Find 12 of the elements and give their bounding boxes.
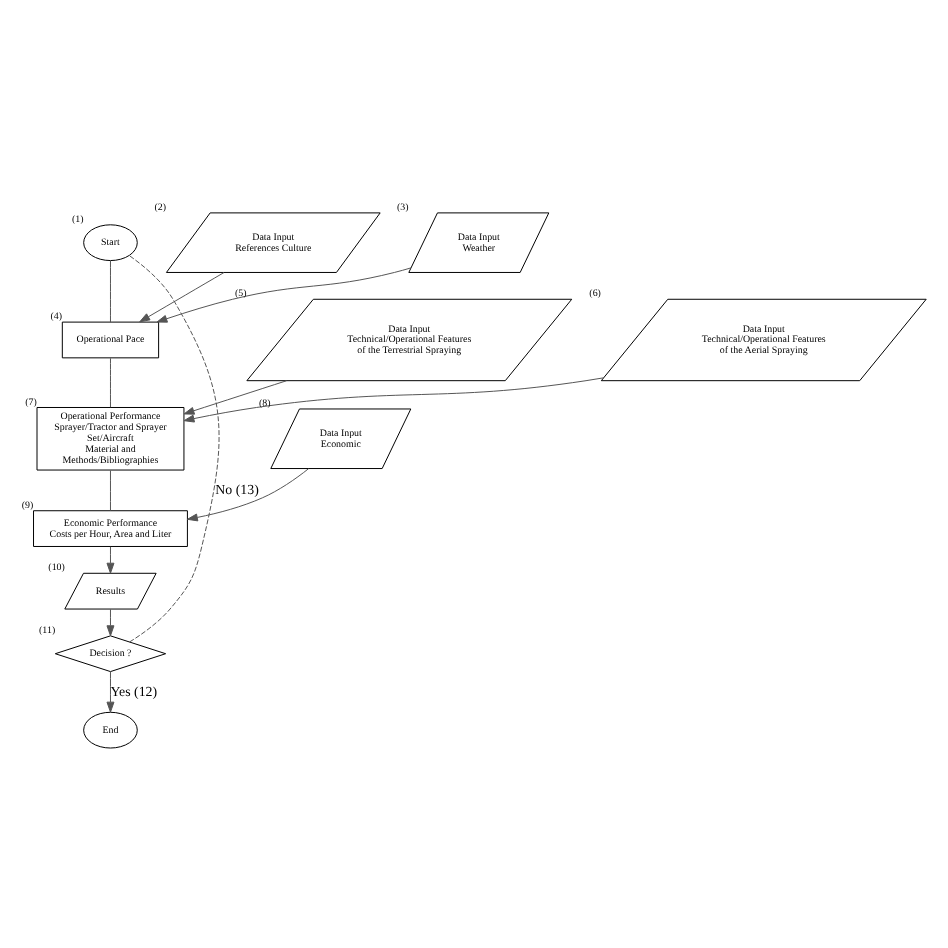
connector	[109, 259, 111, 322]
arrow	[139, 271, 225, 322]
arrow	[183, 376, 605, 422]
arrow	[183, 379, 287, 414]
connector	[109, 356, 111, 407]
arrow	[186, 467, 309, 521]
connector	[109, 469, 111, 511]
arrow	[106, 607, 115, 636]
arrow	[106, 545, 115, 573]
connector	[128, 254, 220, 642]
arrow	[106, 670, 115, 712]
arrow	[156, 266, 412, 322]
